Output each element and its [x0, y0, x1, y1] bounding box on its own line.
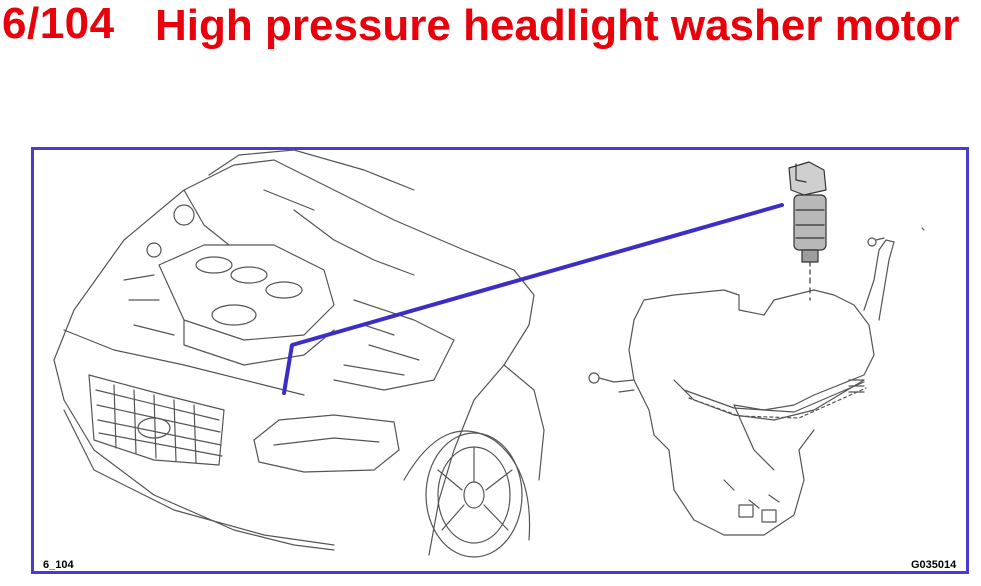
figure-illustration: [53, 150, 925, 558]
washer-motor-pump: [788, 161, 827, 301]
figure-code-left: 6_104: [43, 559, 74, 571]
car-engine-bay-illustration: [53, 150, 545, 558]
washer-fluid-reservoir: [588, 237, 895, 536]
figure-code-right: G035014: [911, 559, 957, 571]
pointer-line: [282, 203, 784, 395]
section-number: 6/104: [2, 0, 115, 48]
page-title: High pressure headlight washer motor: [155, 1, 960, 50]
